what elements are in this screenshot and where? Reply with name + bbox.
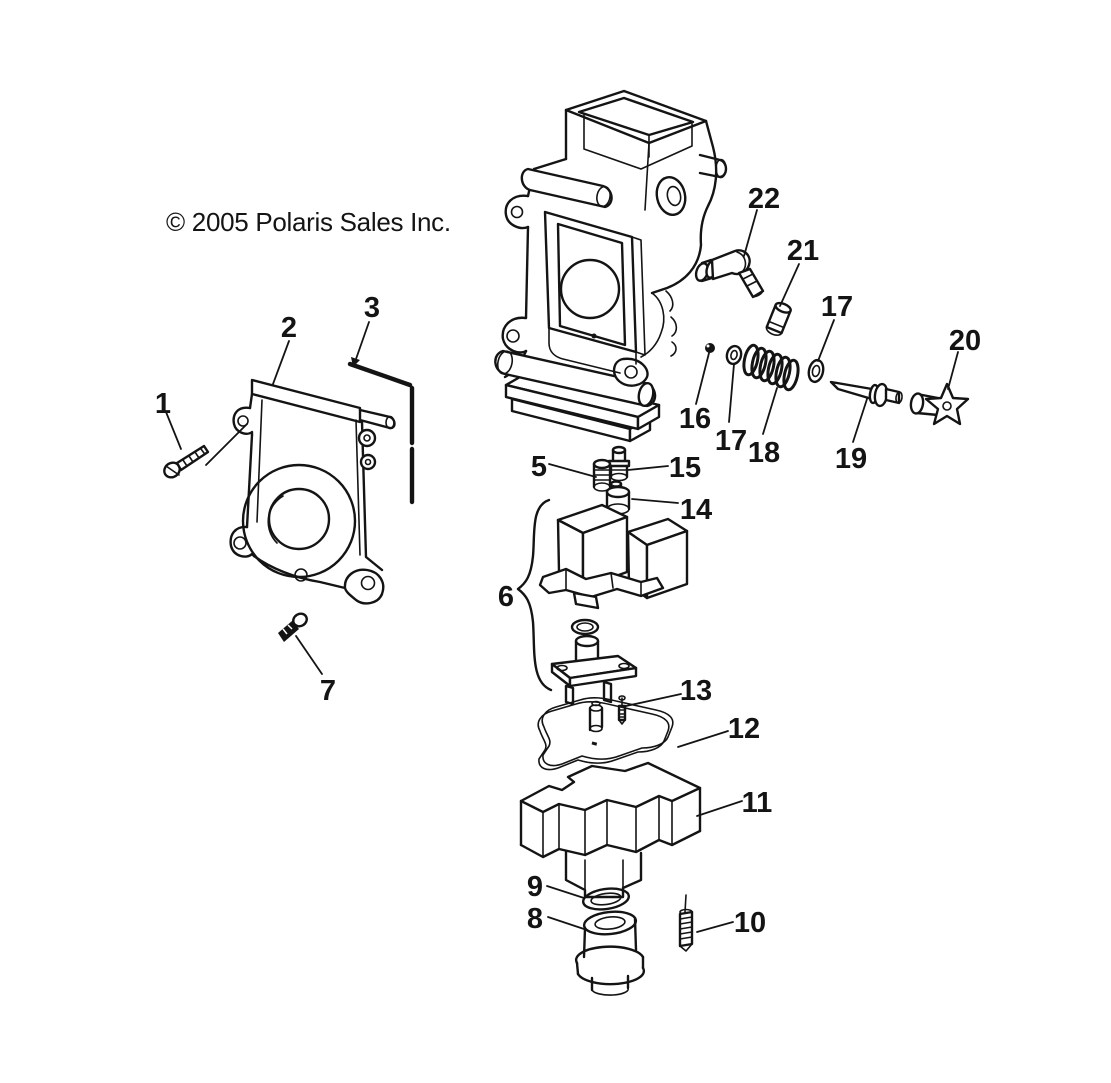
leader-arrowhead-3 — [351, 357, 360, 367]
callout-20: 20 — [949, 325, 981, 357]
leader-to-part-12 — [677, 730, 729, 748]
part-21-plug-drawing — [765, 301, 792, 336]
leader-to-part-2 — [272, 340, 290, 385]
callout-2: 2 — [281, 312, 297, 344]
callout-labels: 1 2 3 5 6 7 8 9 10 11 12 13 14 15 16 17 … — [155, 183, 981, 939]
part-16-ball-drawing — [705, 343, 715, 353]
callout-19: 19 — [835, 443, 867, 475]
leader-to-part-16 — [695, 352, 710, 405]
part-20-star-adjuster-drawing — [909, 382, 970, 426]
part-10-screw-drawing — [678, 894, 694, 952]
callout-21: 21 — [787, 235, 819, 267]
callout-12: 12 — [728, 713, 760, 745]
leader-lines — [165, 209, 959, 933]
callout-3: 3 — [364, 292, 380, 324]
group-6-brace — [516, 498, 553, 692]
part-18-spring-drawing — [742, 343, 800, 392]
leader-to-part-22 — [743, 209, 758, 257]
part-15-jet-drawing — [607, 445, 631, 482]
callout-7: 7 — [320, 675, 336, 707]
part-14-needle-jet-drawing — [605, 480, 631, 515]
part-3-rod-drawing — [347, 361, 415, 505]
part-8-drain-fitting-drawing — [574, 910, 646, 996]
part-12-gasket-drawing — [537, 696, 674, 771]
leader-to-part-20 — [947, 351, 959, 390]
part-13-screw-drawing — [617, 695, 627, 725]
callout-16: 16 — [679, 403, 711, 435]
assembly-axis-line — [205, 423, 248, 466]
leader-to-part-15 — [627, 465, 669, 471]
leader-to-part-5 — [548, 463, 597, 478]
leader-to-part-21 — [779, 263, 800, 307]
callout-13: 13 — [680, 675, 712, 707]
part-5-jet-drawing — [592, 458, 612, 492]
callout-18: 18 — [748, 437, 780, 469]
callout-5: 5 — [531, 451, 547, 483]
part-17-washer-right-drawing — [807, 358, 825, 384]
callout-8: 8 — [527, 903, 543, 935]
callout-15: 15 — [669, 452, 701, 484]
part-6-float-assembly-drawing — [516, 498, 689, 706]
leader-to-part-10 — [696, 921, 734, 933]
part-19-needle-drawing — [829, 380, 903, 408]
callout-17a: 17 — [715, 425, 747, 457]
leader-to-part-17-right — [817, 319, 835, 362]
leader-to-part-18 — [762, 387, 778, 435]
part-9-oring-drawing — [581, 887, 631, 911]
callout-22: 22 — [748, 183, 780, 215]
callout-14: 14 — [680, 494, 712, 526]
part-17-washer-left-drawing — [725, 344, 743, 366]
copyright-text: © 2005 Polaris Sales Inc. — [166, 207, 451, 237]
leader-to-part-19 — [852, 398, 868, 443]
callout-6: 6 — [498, 581, 514, 613]
leader-to-part-11 — [696, 800, 743, 817]
leader-to-part-8 — [547, 916, 588, 931]
part-2-flange-plate-drawing — [229, 378, 396, 605]
leader-to-part-9 — [546, 885, 585, 899]
leader-to-part-7 — [295, 635, 323, 675]
callout-9: 9 — [527, 871, 543, 903]
carburetor-body-drawing — [494, 89, 728, 443]
leader-to-part-1 — [165, 411, 182, 450]
leader-to-part-3 — [355, 321, 370, 360]
callout-10: 10 — [734, 907, 766, 939]
callout-17b: 17 — [821, 291, 853, 323]
part-11-float-bowl-drawing — [519, 761, 702, 899]
part-1-screw-drawing — [163, 423, 248, 479]
part-22-elbow-fitting-drawing — [694, 249, 765, 299]
leader-to-part-14 — [631, 498, 679, 504]
callout-1: 1 — [155, 388, 171, 420]
leader-to-part-13 — [625, 693, 682, 707]
leader-to-part-17-left — [728, 363, 735, 423]
part-7-pin-drawing — [278, 612, 308, 642]
callout-11: 11 — [742, 787, 773, 819]
